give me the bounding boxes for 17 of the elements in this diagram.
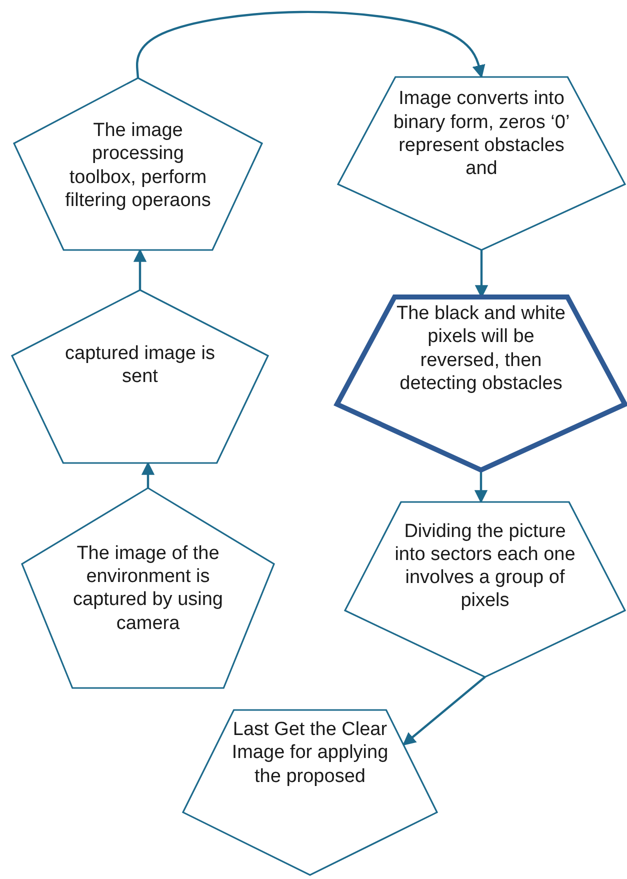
arrow — [136, 10, 486, 78]
node-text: The image processing toolbox, perform filtering operaons — [64, 119, 212, 212]
arrow — [141, 462, 155, 488]
process-pentagon — [338, 77, 625, 250]
node-text: The image of the environment is captured by using camera — [72, 542, 224, 635]
process-pentagon — [345, 502, 625, 677]
arrow — [474, 470, 488, 504]
node-text: captured image is sent — [64, 342, 216, 388]
node-text: Last Get the Clear Image for applying the proposed — [230, 718, 390, 788]
process-pentagon — [183, 710, 437, 875]
node-text: Image converts into binary form, zeros ‘0’ represent obstacles and — [392, 87, 571, 180]
process-pentagon — [14, 78, 262, 250]
arrow — [402, 676, 486, 746]
process-pentagon — [22, 488, 274, 688]
process-pentagon — [12, 290, 268, 463]
node-text: Dividing the picture into sectors each one involves a group of pixels — [394, 520, 576, 612]
arrow — [133, 248, 147, 290]
